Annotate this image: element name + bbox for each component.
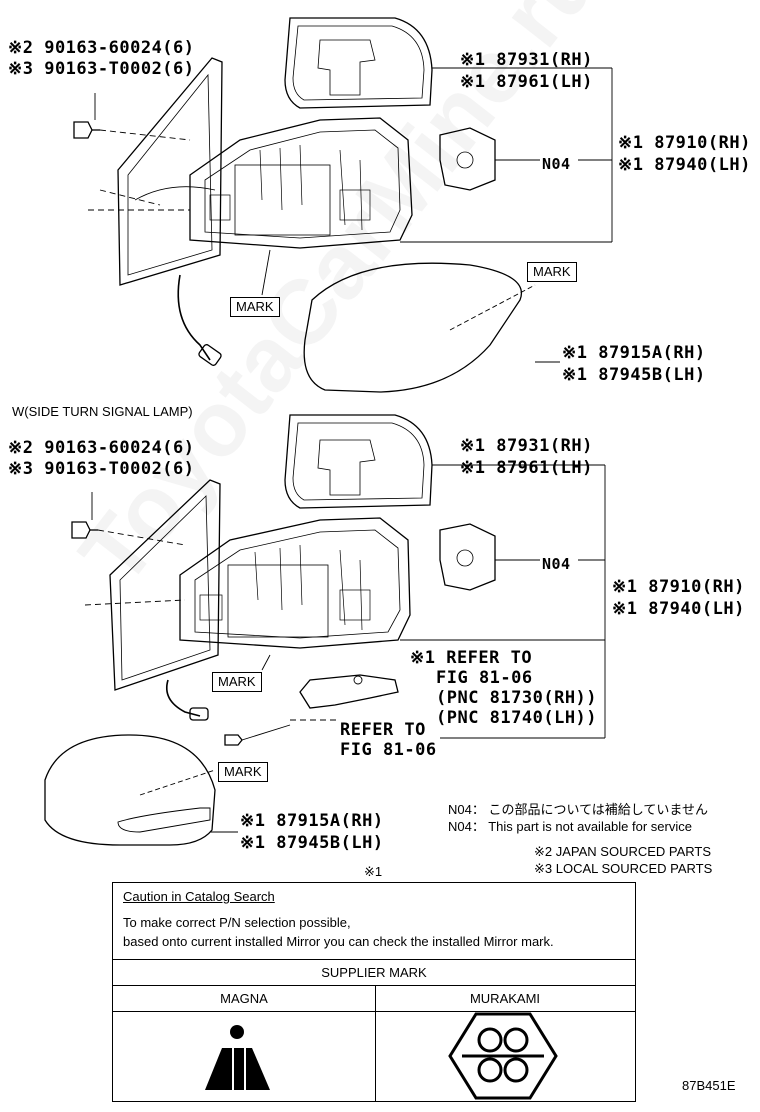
wire-bottom <box>166 679 201 717</box>
refer-pnc-rh: (PNC 81730(RH)) <box>436 688 598 708</box>
star1-marker: ※1 <box>364 864 383 879</box>
murakami-logo-icon <box>448 1012 558 1100</box>
cover-rh-label-bottom: ※1 87915A(RH) <box>240 811 384 831</box>
bolt-ref-japan-bottom: ※2 90163-60024(6) <box>8 438 195 458</box>
mark-tag-cover-top: MARK <box>527 262 577 282</box>
n04-label-top: N04 <box>542 155 571 173</box>
turn-signal-lamp <box>299 674 399 709</box>
refer-fig-label-1: FIG 81-06 <box>436 668 533 688</box>
supplier-murakami: MURAKAMI <box>469 991 541 1006</box>
mirror-housing-bottom <box>179 517 411 649</box>
caution-line-1: To make correct P/N selection possible, <box>123 915 351 930</box>
mark-tag-cover-bottom: MARK <box>218 762 268 782</box>
supplier-header-row: SUPPLIER MARK <box>113 959 635 985</box>
bolt-bottom <box>71 521 98 539</box>
supplier-mark-header: SUPPLIER MARK <box>321 965 427 980</box>
mirror-glass-top <box>284 17 433 109</box>
leaders-top <box>261 67 613 363</box>
connector-top <box>198 344 222 366</box>
bolt-ref-local-bottom: ※3 90163-T0002(6) <box>8 459 195 479</box>
note-japan-sourced: ※2 JAPAN SOURCED PARTS <box>534 844 712 859</box>
mirror-lh-label-bottom: ※1 87940(LH) <box>612 599 745 619</box>
wire-top <box>177 274 211 361</box>
mirror-glass-bottom <box>284 414 433 509</box>
caution-title: Caution in Catalog Search <box>123 889 275 904</box>
mirror-lh-label-top: ※1 87940(LH) <box>618 155 751 175</box>
cover-lh-label-bottom: ※1 87945B(LH) <box>240 833 384 853</box>
n04-label-bottom: N04 <box>542 555 571 573</box>
dash-top <box>88 129 191 211</box>
refer-to-label-2: REFER TO <box>340 720 426 740</box>
diagram-code: 87B451E <box>682 1078 736 1093</box>
supplier-logos-row <box>113 1011 635 1101</box>
bolt-ref-local-top: ※3 90163-T0002(6) <box>8 59 195 79</box>
column-divider <box>375 985 376 1101</box>
glass-lh-label-bottom: ※1 87961(LH) <box>460 458 593 478</box>
cover-rh-label-top: ※1 87915A(RH) <box>562 343 706 363</box>
cover-lh-label-top: ※1 87945B(LH) <box>562 365 706 385</box>
mirror-housing-top <box>189 117 413 249</box>
mirror-rh-label-bottom: ※1 87910(RH) <box>612 577 745 597</box>
actuator-bottom <box>439 523 496 591</box>
refer-to-label-1: ※1 REFER TO <box>410 648 533 668</box>
magna-logo-icon <box>205 1025 270 1090</box>
bolt-top <box>73 121 100 139</box>
note-local-sourced: ※3 LOCAL SOURCED PARTS <box>534 861 713 876</box>
actuator-top <box>439 127 496 191</box>
mirror-cover-bottom <box>44 734 216 846</box>
mirror-rh-label-top: ※1 87910(RH) <box>618 133 751 153</box>
supplier-magna: MAGNA <box>220 991 268 1006</box>
mirror-cover-top <box>303 262 523 393</box>
mirror-base-bottom <box>109 479 221 691</box>
mirror-base-top <box>117 57 223 286</box>
dash-bottom <box>84 529 340 721</box>
glass-lh-label-top: ※1 87961(LH) <box>460 72 593 92</box>
caution-line-2: based onto current installed Mirror you … <box>123 934 554 949</box>
glass-rh-label-bottom: ※1 87931(RH) <box>460 436 593 456</box>
mark-tag-housing-top: MARK <box>230 297 280 317</box>
leaders-bottom <box>210 464 606 833</box>
refer-fig-label-2: FIG 81-06 <box>340 740 437 760</box>
mark-tag-housing-bottom: MARK <box>212 672 262 692</box>
section-title-side-turn-signal: W(SIDE TURN SIGNAL LAMP) <box>12 404 193 419</box>
caution-box: Caution in Catalog Search To make correc… <box>112 882 636 1102</box>
lamp-screw <box>224 734 243 746</box>
note-n04-english: N04： This part is not available for serv… <box>448 819 692 834</box>
glass-rh-label-top: ※1 87931(RH) <box>460 50 593 70</box>
refer-pnc-lh: (PNC 81740(LH)) <box>436 708 598 728</box>
bolt-ref-japan-top: ※2 90163-60024(6) <box>8 38 195 58</box>
note-n04-japanese: N04： この部品については補給していません <box>448 802 709 817</box>
connector-bottom <box>189 707 209 721</box>
supplier-names-row: MAGNA MURAKAMI <box>113 985 635 1011</box>
